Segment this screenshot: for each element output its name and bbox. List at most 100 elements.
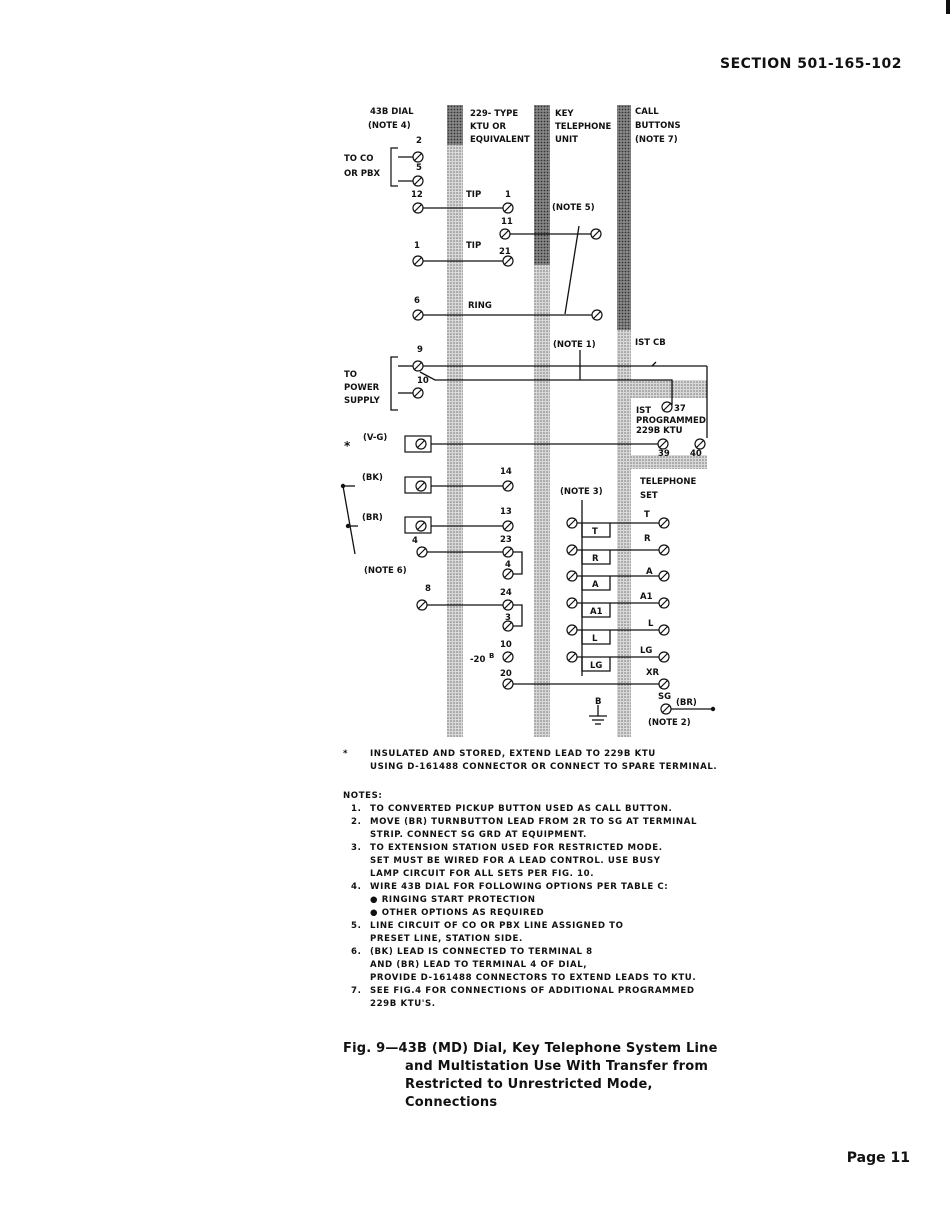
note-number: 6. — [351, 947, 362, 957]
note-item: 3. TO EXTENSION STATION USED FOR RESTRICT… — [343, 842, 763, 855]
vg-label: (V-G) — [363, 433, 387, 443]
programmed-bar-top — [631, 380, 707, 398]
note-item: 5. LINE CIRCUIT OF CO OR PBX LINE ASSIGNE… — [343, 920, 763, 933]
footnote-asterisk: * — [343, 749, 349, 759]
note-item: 4. WIRE 43B DIAL FOR FOLLOWING OPTIONS PE… — [343, 881, 763, 894]
term-ktu-11: 11 — [501, 217, 513, 227]
ist-cb-label: IST CB — [635, 338, 666, 348]
call-heading-3: (NOTE 7) — [635, 135, 678, 145]
sg-dot — [710, 706, 716, 712]
term-dial-12: 12 — [411, 190, 423, 200]
note-text-cont: PROVIDE D-161488 CONNECTORS TO EXTEND LE… — [370, 973, 697, 983]
term-dial-10: 10 — [417, 376, 429, 386]
term-ktu-10: 10 — [500, 640, 512, 650]
note-text: TO EXTENSION STATION USED FOR RESTRICTED… — [370, 843, 663, 853]
note-text: WIRE 43B DIAL FOR FOLLOWING OPTIONS PER … — [370, 882, 669, 892]
note-text-cont: STRIP. CONNECT SG GRD AT EQUIPMENT. — [370, 830, 587, 840]
term-ktu-14: 14 — [500, 467, 512, 477]
note-text: SEE FIG.4 FOR CONNECTIONS OF ADDITIONAL … — [370, 986, 695, 996]
bar-1-top — [447, 105, 463, 145]
term-ktu-20: 20 — [500, 669, 512, 679]
set-a1: A1 — [640, 592, 653, 602]
note-number: 7. — [351, 986, 362, 996]
br-label: (BR) — [362, 513, 383, 523]
note-text: (BK) LEAD IS CONNECTED TO TERMINAL 8 — [370, 947, 593, 957]
term-ktu-4: 4 — [505, 560, 511, 570]
to-power-2: POWER — [344, 383, 380, 393]
b-ground-label: B — [595, 697, 601, 707]
minus20-label: -20 — [470, 655, 485, 665]
page-number: Page 11 — [846, 1150, 910, 1166]
telephone-set-label-1: TELEPHONE — [640, 477, 697, 487]
caption-line-2: and Multistation Use With Transfer from — [405, 1059, 709, 1074]
note-item: 2.MOVE (BR) TURNBUTTON LEAD FROM 2R TO S… — [343, 816, 763, 829]
ist-label: IST — [636, 406, 651, 416]
bar-1 — [447, 105, 463, 737]
bar-3-top — [617, 105, 631, 330]
set-xr: XR — [646, 668, 660, 678]
term-dial-9: 9 — [417, 345, 423, 355]
bk-dot — [340, 483, 346, 489]
to-co-label-2: OR PBX — [344, 169, 380, 179]
tip-label-2: TIP — [466, 241, 481, 251]
lead-a: A — [592, 580, 599, 590]
lead-t: T — [592, 527, 598, 537]
set-sg: SG — [658, 692, 671, 702]
wiring-diagram: 43B DIAL (NOTE 4) 229- TYPE KTU OR EQUIV… — [340, 105, 716, 737]
note6-label: (NOTE 6) — [364, 566, 407, 576]
vg-asterisk: * — [344, 439, 351, 453]
set-lg: LG — [640, 646, 652, 656]
note-item: 1.TO CONVERTED PICKUP BUTTON USED AS CAL… — [343, 803, 763, 816]
section-header: SECTION 501-165-102 — [720, 56, 902, 72]
note1-label: (NOTE 1) — [553, 340, 596, 350]
note5-label: (NOTE 5) — [552, 203, 595, 213]
note-bullet: ● OTHER OPTIONS AS REQUIRED — [370, 908, 545, 918]
call-heading-1: CALL — [635, 107, 659, 117]
figure-caption: Fig. 9—43B (MD) Dial, Key Telephone Syst… — [343, 1040, 723, 1112]
term-dial-8: 8 — [425, 584, 431, 594]
to-co-bracket — [390, 147, 398, 187]
ktu-heading-3: EQUIVALENT — [470, 135, 530, 145]
dial-heading-1: 43B DIAL — [370, 107, 414, 117]
note-text-cont: SET MUST BE WIRED FOR A LEAD CONTROL. US… — [370, 856, 661, 866]
note-item: 6. (BK) LEAD IS CONNECTED TO TERMINAL 8 — [343, 946, 763, 959]
note-text-cont: AND (BR) LEAD TO TERMINAL 4 OF DIAL, — [370, 960, 588, 970]
b-sup-label: B — [489, 652, 494, 660]
to-power-3: SUPPLY — [344, 396, 381, 406]
to-co-label-1: TO CO — [344, 154, 373, 164]
notes-title: NOTES: — [343, 791, 383, 801]
terminals — [412, 151, 706, 715]
tip-label-1: TIP — [466, 190, 481, 200]
term-ktu-24: 24 — [500, 588, 512, 598]
note-text-cont: 229B KTU'S. — [370, 999, 436, 1009]
term-40: 40 — [690, 449, 702, 459]
telephone-set-label-2: SET — [640, 491, 658, 501]
ktu-heading-1: 229- TYPE — [470, 109, 518, 119]
footnote-line-1: INSULATED AND STORED, EXTEND LEAD TO 229… — [370, 749, 656, 759]
set-a: A — [646, 567, 653, 577]
term-dial-5: 5 — [416, 163, 422, 173]
br-sg-label: (BR) — [676, 698, 697, 708]
to-power-1: TO — [344, 370, 357, 380]
separator-bars — [447, 105, 707, 737]
lead-lg: LG — [590, 661, 602, 671]
note-bullet: ● RINGING START PROTECTION — [370, 895, 536, 905]
bar-2-top — [534, 105, 550, 265]
note-number: 4. — [351, 882, 362, 892]
note-number: 1. — [351, 804, 362, 814]
ring-label: RING — [468, 301, 492, 311]
term-ktu-1: 1 — [505, 190, 511, 200]
wires — [342, 207, 712, 725]
note-number: 5. — [351, 921, 362, 931]
term-dial-2: 2 — [416, 136, 422, 146]
term-ktu-13: 13 — [500, 507, 512, 517]
term-ktu-23: 23 — [500, 535, 512, 545]
corner-mark — [946, 0, 950, 14]
note-number: 2. — [351, 817, 362, 827]
note-text: LINE CIRCUIT OF CO OR PBX LINE ASSIGNED … — [370, 921, 624, 931]
term-39: 39 — [658, 449, 670, 459]
note2-label: (NOTE 2) — [648, 718, 691, 728]
note-number: 3. — [351, 843, 362, 853]
note-item: 7. SEE FIG.4 FOR CONNECTIONS OF ADDITIONA… — [343, 985, 763, 998]
term-dial-4: 4 — [412, 536, 418, 546]
